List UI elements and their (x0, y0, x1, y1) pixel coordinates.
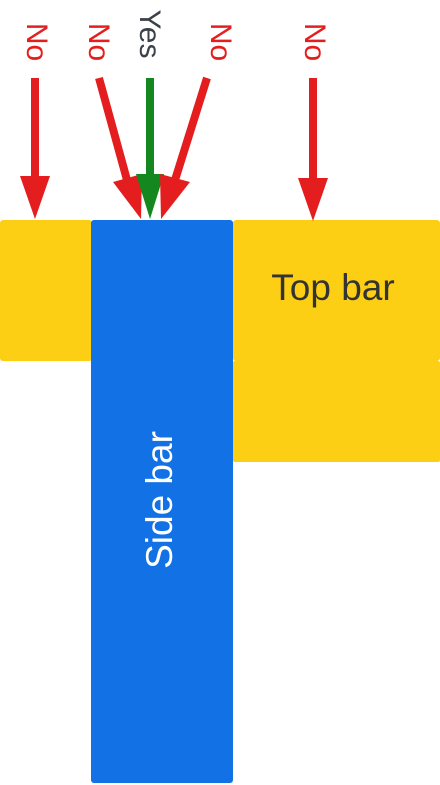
arrow-label: No (20, 23, 53, 61)
arrow-label: No (298, 23, 331, 61)
arrow-shaft (95, 76, 131, 182)
side-bar-region: Side bar (91, 220, 233, 783)
top-bar-left-block (0, 220, 92, 361)
arrow-head (20, 176, 50, 219)
top-bar-region: Top bar (0, 220, 440, 462)
top-bar-label: Top bar (271, 267, 394, 308)
arrow-3: Yes (133, 10, 166, 219)
arrow-1: No (20, 23, 53, 219)
arrow-shaft (171, 76, 211, 182)
arrow-head (298, 178, 328, 221)
top-bar-right-block (233, 220, 440, 361)
arrow-2: No (82, 23, 142, 219)
top-bar-right-lower-block (233, 361, 440, 462)
arrow-4: No (160, 23, 237, 219)
arrow-head (136, 174, 164, 219)
side-bar-block (91, 220, 233, 783)
arrow-label: No (204, 23, 237, 61)
arrow-label: Yes (133, 10, 166, 59)
arrow-head (160, 174, 190, 219)
arrow-label: No (82, 23, 115, 61)
arrow-5: No (298, 23, 331, 221)
arrow-head (113, 174, 142, 219)
side-bar-label: Side bar (139, 431, 180, 569)
